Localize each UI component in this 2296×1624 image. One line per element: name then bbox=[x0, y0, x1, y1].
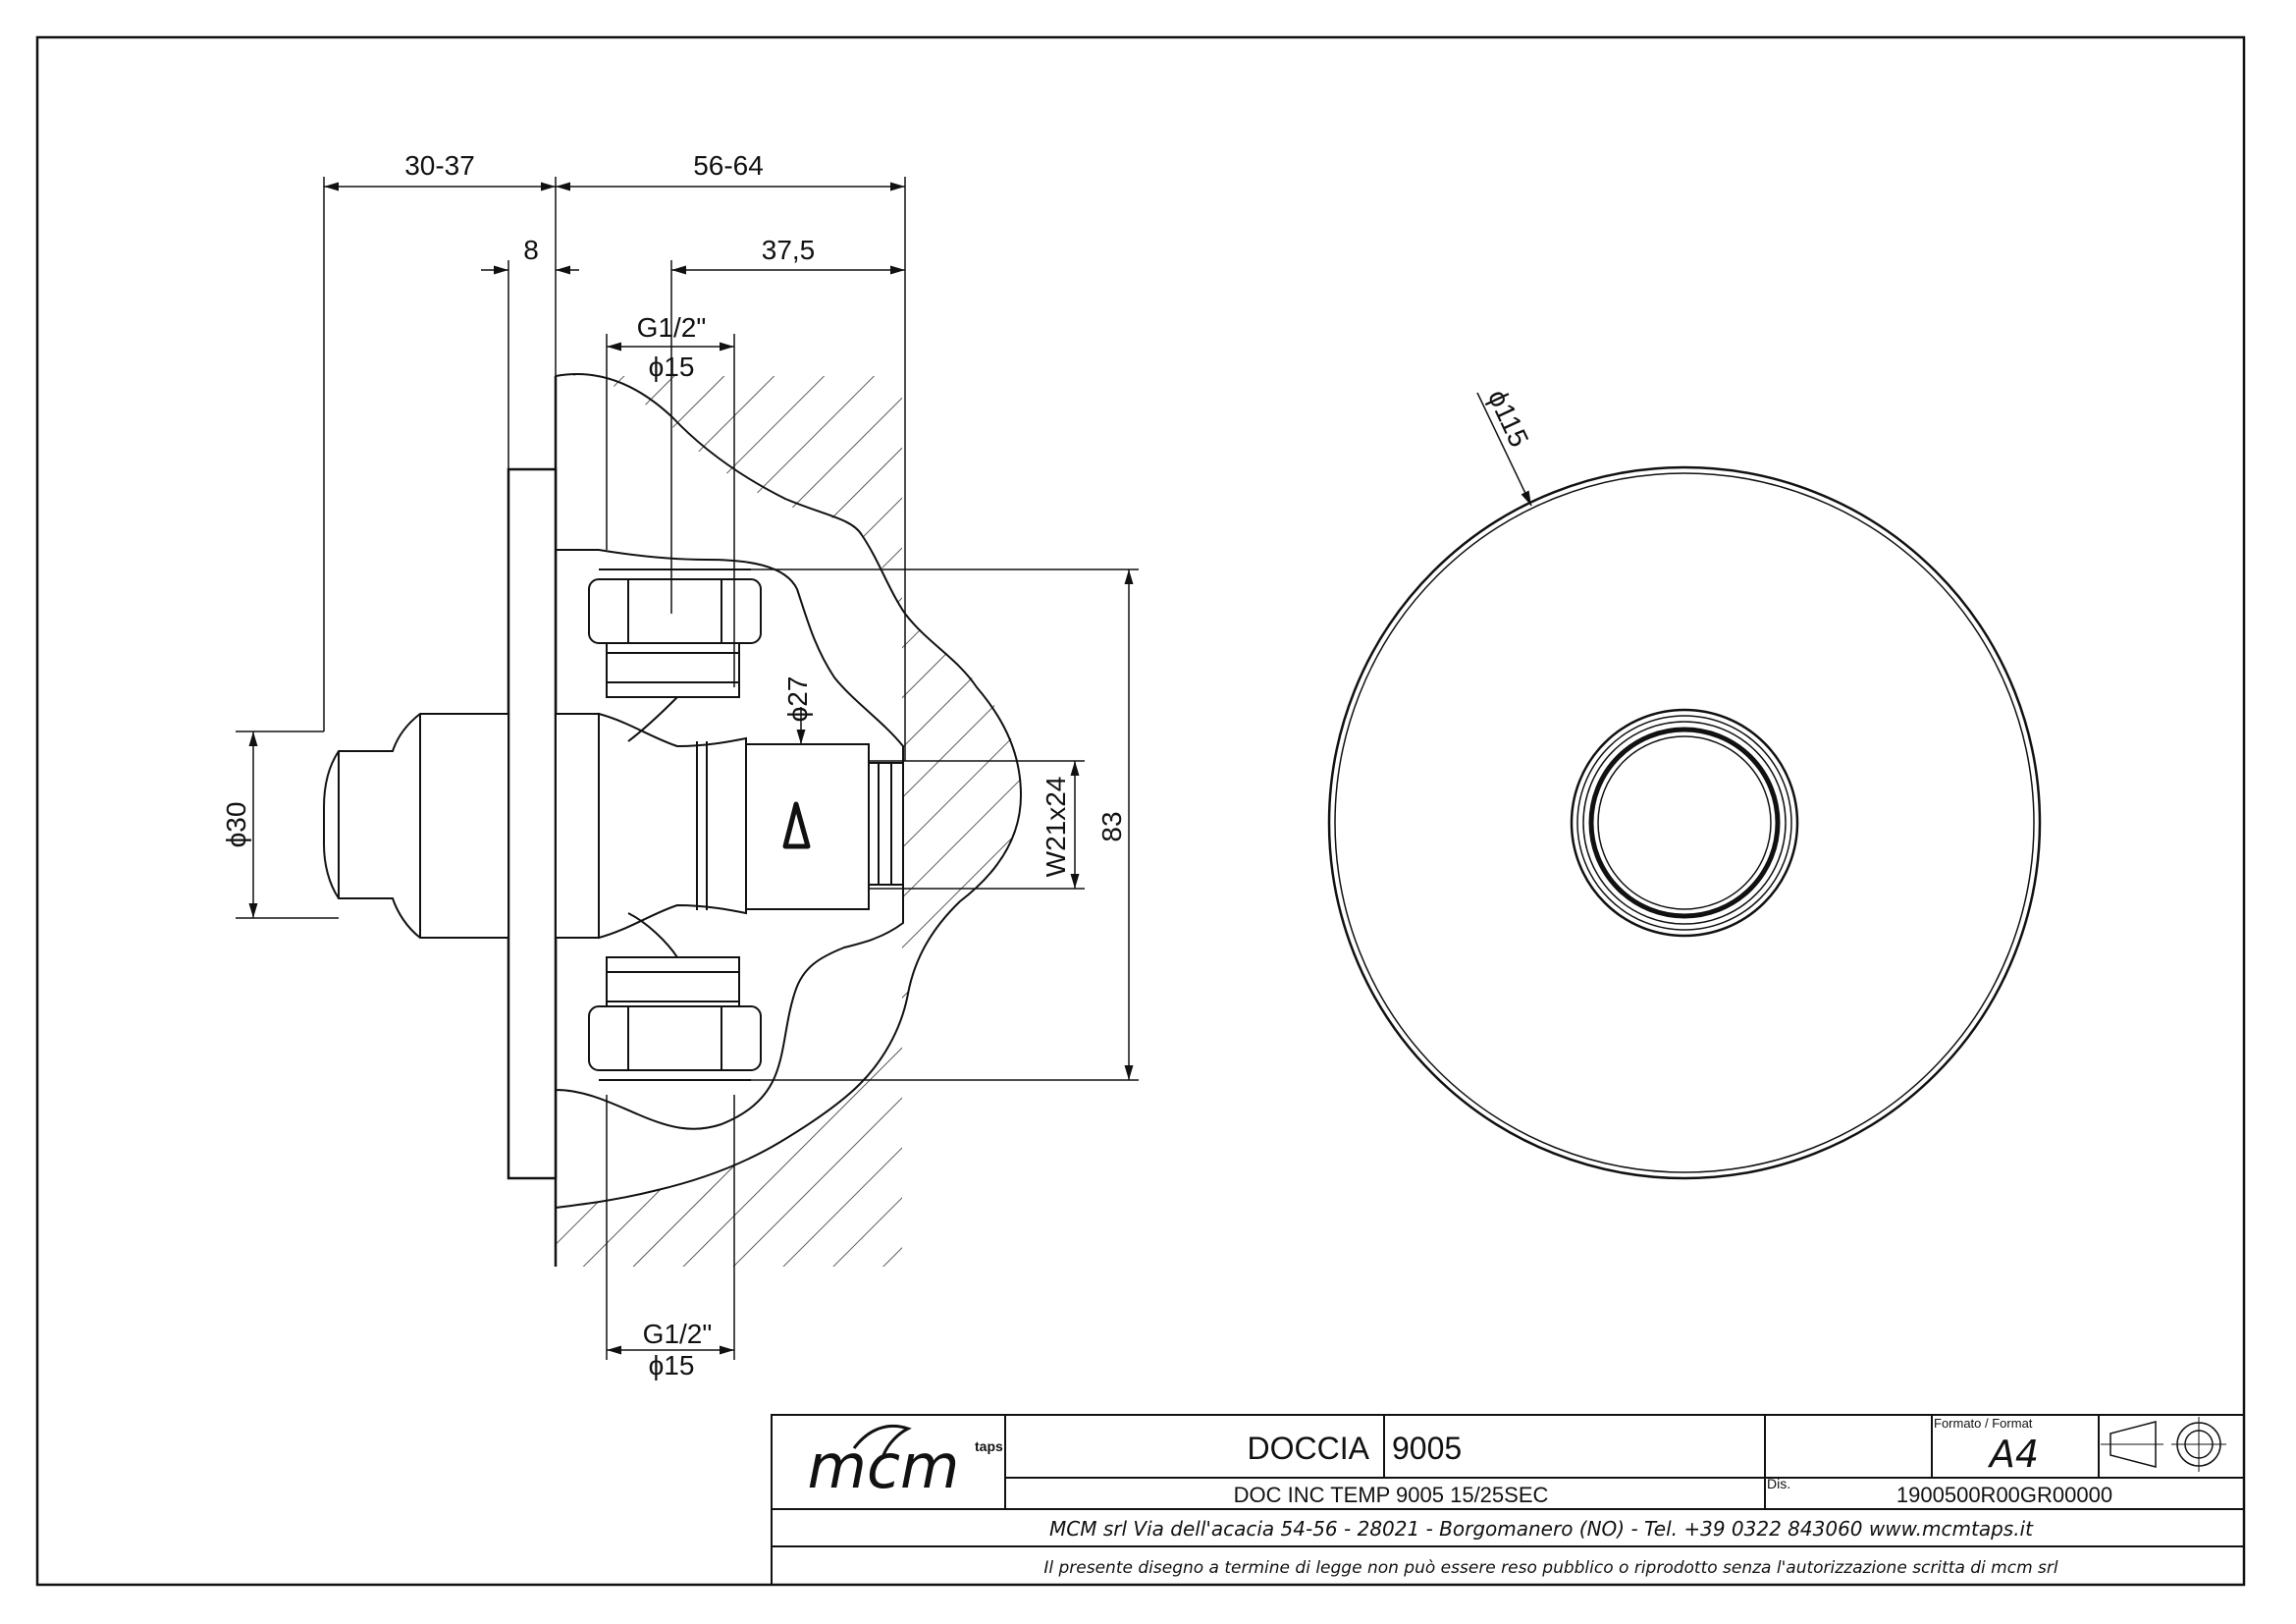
dim-thread-top: G1/2" bbox=[637, 312, 707, 343]
projection-cone-icon bbox=[2109, 1421, 2157, 1468]
valve-body bbox=[598, 712, 747, 940]
dim-diam-top: ϕ15 bbox=[649, 352, 695, 382]
front-plate-outer bbox=[1327, 465, 2042, 1180]
upper-pipe bbox=[606, 637, 740, 698]
wall-section bbox=[556, 375, 1021, 1268]
dim-diam-bottom: ϕ15 bbox=[649, 1350, 695, 1380]
dim-outlet-offset: 37,5 bbox=[762, 235, 816, 265]
dim-front-width: 30-37 bbox=[404, 150, 475, 181]
valve-spindle bbox=[745, 743, 870, 910]
dim-diam-spindle: ϕ27 bbox=[782, 677, 813, 723]
valve-flange bbox=[555, 713, 600, 939]
front-view bbox=[1327, 465, 2042, 1180]
lower-nut bbox=[588, 1005, 762, 1071]
cover-plate bbox=[507, 467, 558, 1180]
wall-outline bbox=[555, 373, 1023, 1209]
product-name: DOCCIA bbox=[1248, 1431, 1370, 1466]
dim-diam-button: ϕ30 bbox=[221, 802, 251, 848]
dimension-lines bbox=[236, 177, 1532, 1360]
side-view bbox=[323, 373, 1023, 1268]
product-description: DOC INC TEMP 9005 15/25SEC bbox=[1234, 1483, 1549, 1507]
logo-bird-icon bbox=[852, 1424, 912, 1456]
dim-inlet-spacing: 83 bbox=[1096, 811, 1127, 841]
dim-plate-thickness: 8 bbox=[523, 235, 539, 265]
dim-outlet-thread: W21x24 bbox=[1041, 777, 1071, 878]
logo-sub: taps bbox=[975, 1438, 1003, 1454]
format-value: A4 bbox=[1987, 1433, 2039, 1476]
dim-body-width: 56-64 bbox=[693, 150, 764, 181]
format-label: Formato / Format bbox=[1934, 1416, 2033, 1431]
product-code: 9005 bbox=[1392, 1431, 1462, 1466]
title-block bbox=[771, 1414, 2245, 1586]
front-button-inner bbox=[1588, 727, 1781, 919]
push-button bbox=[323, 713, 509, 939]
drawing-number: 1900500R00GR00000 bbox=[1896, 1483, 2112, 1507]
front-button-ring bbox=[1570, 708, 1799, 938]
triangle-mark-icon bbox=[782, 801, 811, 849]
dis-label: Dis. bbox=[1767, 1476, 1790, 1491]
logo-text: mcm bbox=[808, 1431, 960, 1502]
outlet-thread bbox=[868, 762, 904, 886]
company-line: MCM srl Via dell'acacia 54-56 - 28021 - … bbox=[1049, 1517, 2034, 1541]
upper-nut bbox=[588, 578, 762, 644]
title-block-text: mcm taps DOCCIA 9005 Formato / Format A4… bbox=[808, 1416, 2113, 1578]
dimension-labels: 30-37 56-64 8 37,5 G1/2" ϕ15 G1/2" ϕ15 ϕ… bbox=[221, 150, 1534, 1380]
legal-notice: Il presente disegno a termine di legge n… bbox=[1043, 1558, 2058, 1578]
dim-thread-bottom: G1/2" bbox=[643, 1319, 713, 1349]
